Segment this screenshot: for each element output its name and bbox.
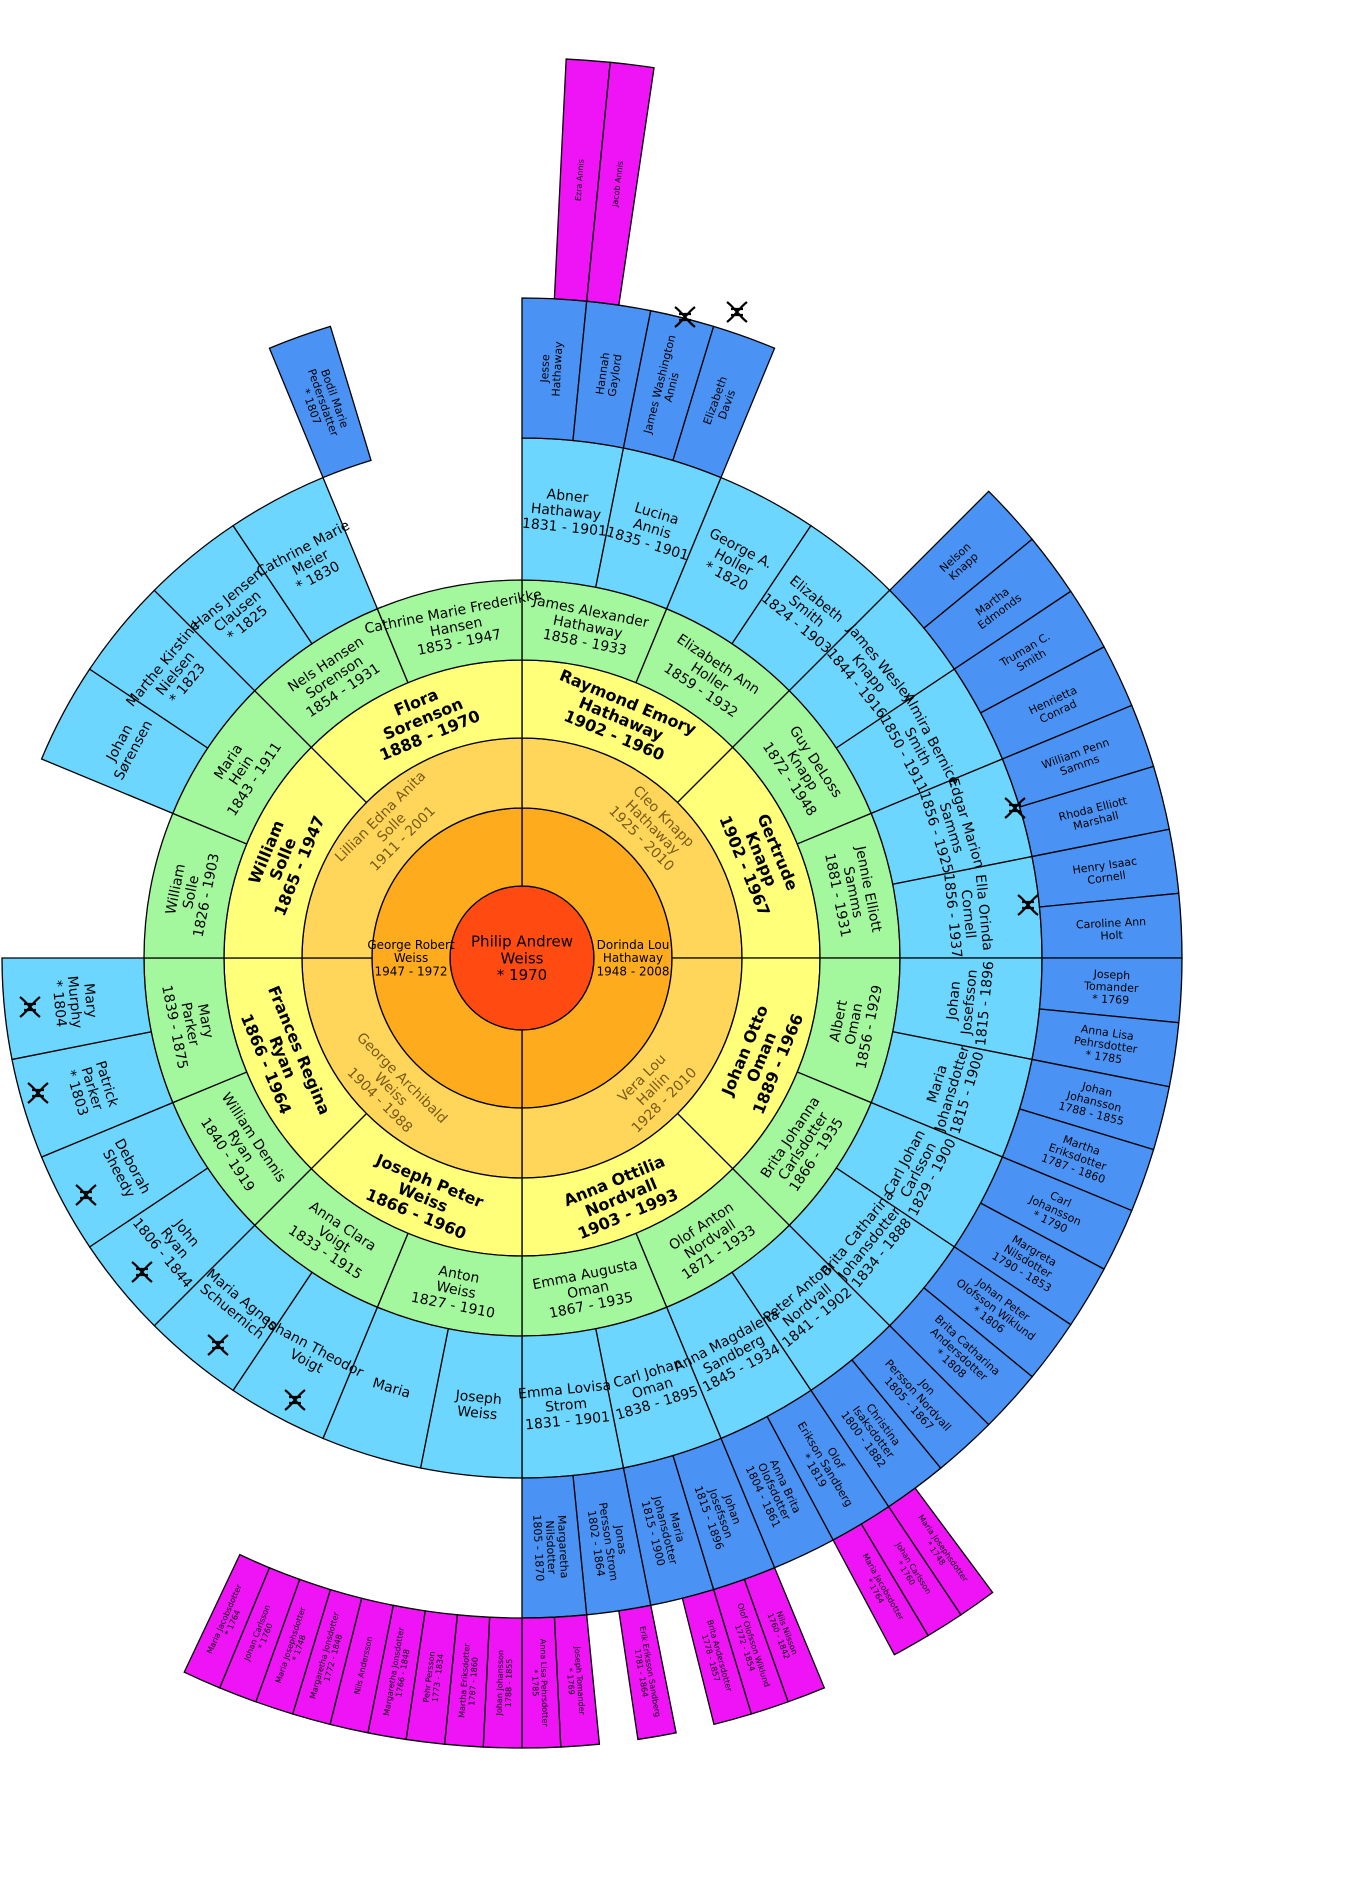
ring6-anna-lisa-13-label: Anna LisaPehrsdotter* 1785 [1071,1022,1140,1069]
dna-icon [1017,894,1039,916]
fan-segments [1,58,1183,1749]
ring5-mary-23-label: MaryMurphy* 1804 [48,974,100,1031]
dna-icon [1004,797,1026,819]
ring4-william-label: WilliamSolle1826 - 1903 [160,846,223,939]
dna-icon [207,1334,229,1356]
ring7-johan-johansson-11-label: Johan Johansson1788 - 1855 [495,1650,515,1717]
ring7-maria-jacobsdotter-4[interactable] [832,1523,930,1656]
ring7-jacob-annis-1[interactable] [585,61,655,306]
ring5-mary-23[interactable] [1,957,153,1061]
ring7-martha-eriksdotter-12-label: Martha Eriksdotter1787 - 1860 [457,1642,480,1718]
dna-icon [284,1389,306,1411]
ring6-joseph-12-label: JosephTomander* 1769 [1082,967,1140,1007]
ring5-cathrine-marie-29[interactable] [232,476,379,645]
dna-icon [674,306,696,328]
ring6-elizabeth-3[interactable] [672,325,776,479]
ring7-pehr-persson-13-label: Pehr Persson1773 - 1834 [422,1651,446,1704]
dna-icon [726,301,748,323]
ring7-erik-eriksson-sandberg-8[interactable] [618,1604,677,1741]
ring5-joseph-16-label: JosephWeiss [452,1388,502,1424]
ring6-margaretha-27-label: MargarethaNilsdotter1805 - 1870 [530,1513,571,1582]
dna-icon [75,1184,97,1206]
ring6-bodil-marie-28[interactable] [268,325,372,479]
ring6-hannah-1-label: HannahGaylord [593,351,624,397]
ring7-anna-lisa-pehrsdotter-10-label: Anna Lisa Pehrsdotter* 1785 [529,1639,549,1728]
ring7-maria-jacobsdotter-19[interactable] [183,1553,271,1689]
ring4-cathrine-marie-frederikke[interactable] [376,579,523,684]
dna-icon [19,996,41,1018]
ring6-jesse-0-label: JesseHathaway [537,340,565,397]
ring7-brita-andersdotter-7[interactable] [681,1588,753,1726]
fan-icons [19,301,1039,1411]
dna-icon [131,1261,153,1283]
dna-icon [27,1082,49,1104]
ring5-patrick-22-label: PatrickParker* 1803 [62,1059,121,1119]
ring7-ezra-annis-0-label: Ezra Annis [574,159,586,202]
ring6-caroline-ann-11-label: Caroline AnnHolt [1076,915,1147,944]
